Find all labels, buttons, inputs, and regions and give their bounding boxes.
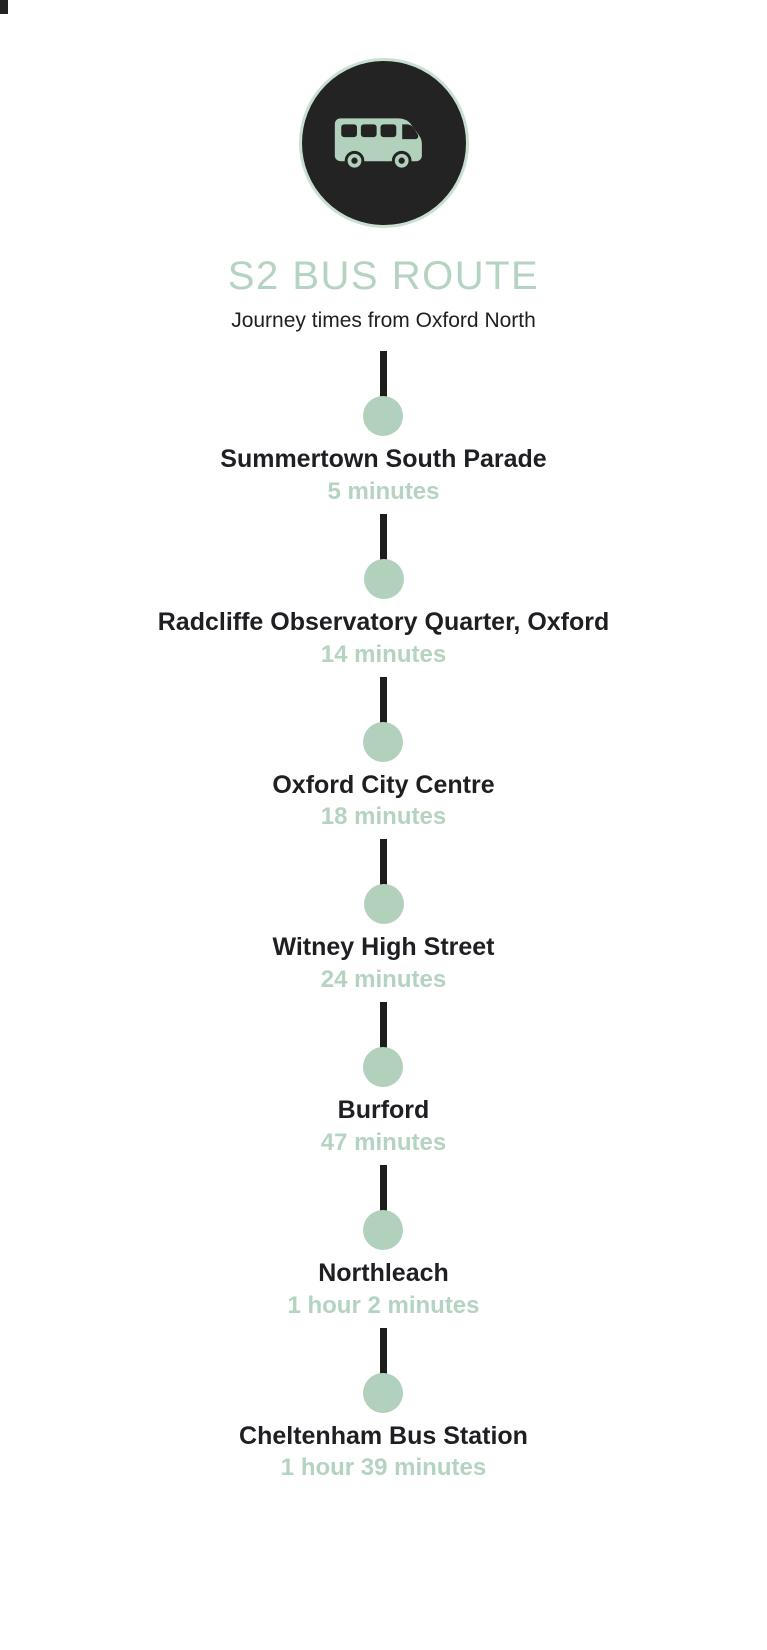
timeline-connector (379, 351, 387, 399)
route-stop: Witney High Street 24 minutes (272, 839, 495, 994)
stop-dot (363, 721, 404, 762)
stop-dot (363, 1209, 404, 1250)
route-stop: Burford 47 minutes (321, 1002, 446, 1157)
bus-icon (334, 118, 422, 171)
corner-artifact (0, 0, 8, 14)
timeline-connector (379, 1164, 387, 1213)
stop-dot (363, 884, 404, 925)
route-timeline: Summertown South Parade 5 minutes Radcli… (157, 351, 610, 1490)
timeline-connector (379, 1002, 387, 1050)
stop-name: Summertown South Parade (220, 445, 547, 473)
timeline-connector (380, 513, 387, 562)
route-stop: Northleach 1 hour 2 minutes (287, 1164, 480, 1320)
route-title: S2 BUS ROUTE (227, 254, 540, 298)
route-stop: Cheltenham Bus Station 1 hour 39 minutes (239, 1327, 528, 1483)
stop-dot (363, 396, 404, 436)
stop-name: Burford (337, 1096, 430, 1124)
stop-name: Witney High Street (272, 933, 495, 962)
stop-name: Oxford City Centre (272, 770, 495, 799)
stop-dot (363, 1372, 404, 1413)
timeline-connector (379, 1327, 387, 1376)
stop-time: 1 hour 39 minutes (280, 1454, 487, 1482)
stop-time: 24 minutes (320, 966, 447, 993)
route-stop: Summertown South Parade 5 minutes (220, 351, 547, 506)
stop-time: 18 minutes (320, 803, 447, 831)
stop-time: 14 minutes (320, 640, 447, 668)
stop-time: 1 hour 2 minutes (287, 1291, 480, 1319)
timeline-connector (379, 676, 387, 725)
route-subtitle: Journey times from Oxford North (231, 309, 536, 332)
timeline-connector (380, 839, 387, 888)
stop-time: 5 minutes (327, 477, 440, 505)
stop-dot (363, 558, 404, 599)
route-stop: Radcliffe Observatory Quarter, Oxford 14… (157, 513, 610, 669)
stop-name: Northleach (318, 1258, 449, 1287)
stop-name: Radcliffe Observatory Quarter, Oxford (157, 607, 610, 636)
stop-dot (363, 1047, 404, 1087)
stop-time: 47 minutes (320, 1128, 447, 1156)
bus-badge (298, 58, 469, 228)
stop-name: Cheltenham Bus Station (239, 1421, 528, 1450)
route-stop: Oxford City Centre 18 minutes (272, 676, 495, 832)
